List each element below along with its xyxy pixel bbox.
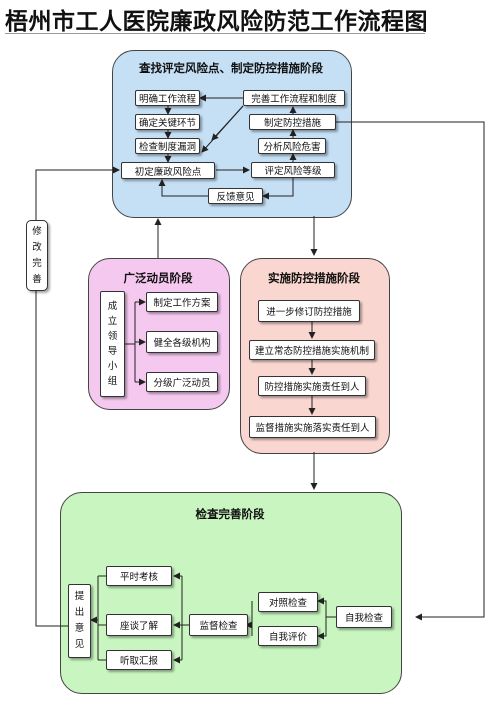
box-feedback: 反馈意见 xyxy=(208,188,263,204)
stage1-title: 查找评定风险点、制定防控措施阶段 xyxy=(139,61,323,75)
box-measures-responsibility: 防控措施实施责任到人 xyxy=(258,376,366,396)
box-initial-risk-points: 初定廉政风险点 xyxy=(121,162,215,179)
leader-char: 小 xyxy=(107,361,118,372)
revise-char: 改 xyxy=(32,241,42,253)
leader-char: 组 xyxy=(107,376,118,387)
box-normal-mechanism: 建立常态防控措施实施机制 xyxy=(249,340,375,360)
box-confirm-key-links: 确定关键环节 xyxy=(135,114,200,130)
stage2-title: 广泛动员阶段 xyxy=(123,271,193,285)
box-leading-group: 成 立 领 导 小 组 xyxy=(100,291,125,397)
box-self-inspection: 自我检查 xyxy=(336,606,392,628)
box-raise-opinions: 提 出 意 见 xyxy=(68,584,91,658)
box-supervise-inspect: 监督检查 xyxy=(189,614,248,636)
box-routine-assessment: 平时考核 xyxy=(106,566,172,586)
opinion-char: 提 xyxy=(74,591,85,602)
box-sound-institutions: 健全各级机构 xyxy=(146,331,218,353)
box-revise-measures: 进一步修订防控措施 xyxy=(258,300,360,322)
page-title: 梧州市工人医院廉政风险防范工作流程图 xyxy=(5,8,428,35)
stage3-title: 实施防控措施阶段 xyxy=(268,271,360,285)
leader-char: 立 xyxy=(107,316,118,327)
stage4-title: 检查完善阶段 xyxy=(195,507,265,521)
box-assess-risk-level: 评定风险等级 xyxy=(251,162,335,178)
box-graded-mobilization: 分级广泛动员 xyxy=(146,372,218,392)
box-formulate-measures: 制定防控措施 xyxy=(249,114,336,130)
box-check-loopholes: 检查制度漏洞 xyxy=(135,138,200,154)
revise-char: 完 xyxy=(32,257,42,269)
opinion-char: 意 xyxy=(74,623,85,634)
leader-char: 领 xyxy=(107,331,118,342)
box-hear-reports: 听取汇报 xyxy=(106,650,172,670)
leader-char: 导 xyxy=(107,346,118,357)
box-analyze-hazards: 分析风险危害 xyxy=(258,138,326,154)
revise-char: 修 xyxy=(32,225,42,237)
box-self-evaluation: 自我评价 xyxy=(258,626,318,646)
box-clarify-workflow: 明确工作流程 xyxy=(135,90,200,106)
opinion-char: 见 xyxy=(74,639,85,650)
revise-char: 善 xyxy=(32,273,42,285)
opinion-char: 出 xyxy=(74,607,85,618)
box-compare-check: 对照检查 xyxy=(258,592,318,612)
leader-char: 成 xyxy=(107,301,118,312)
title-underline xyxy=(5,33,425,34)
box-symposium: 座谈了解 xyxy=(106,614,172,636)
box-improve-workflow: 完善工作流程和制度 xyxy=(243,90,345,106)
box-supervision-responsibility: 监督措施实施落实责任到人 xyxy=(249,416,376,438)
box-revise-improve: 修 改 完 善 xyxy=(26,220,48,291)
box-work-plan: 制定工作方案 xyxy=(146,292,218,312)
